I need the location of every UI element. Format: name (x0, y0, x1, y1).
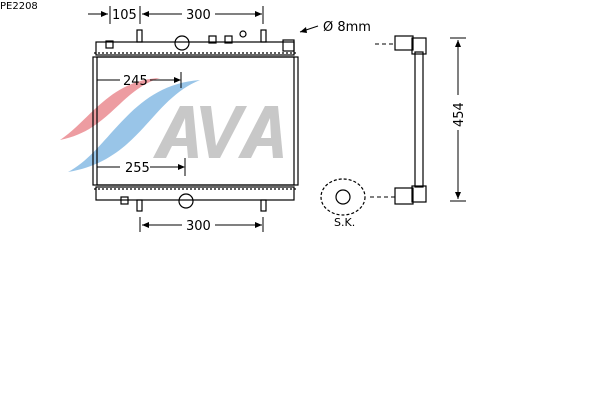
dim-top-300: 300 (186, 8, 211, 23)
dim-105: 105 (112, 8, 137, 23)
dim-245: 245 (123, 74, 148, 89)
ava-logo (60, 78, 283, 172)
side-view (394, 35, 427, 205)
sk-label: S.K. (334, 216, 355, 229)
bottom-tank (95, 186, 295, 201)
top-inlet (174, 35, 190, 51)
dim-454: 454 (452, 102, 467, 127)
bottom-outlet (178, 193, 194, 209)
dim-bottom-300: 300 (186, 219, 211, 234)
part-code: PE2208 (0, 1, 38, 12)
dim-255: 255 (125, 161, 150, 176)
sk-detail (320, 178, 366, 216)
dim-diameter: Ø 8mm (323, 20, 371, 35)
